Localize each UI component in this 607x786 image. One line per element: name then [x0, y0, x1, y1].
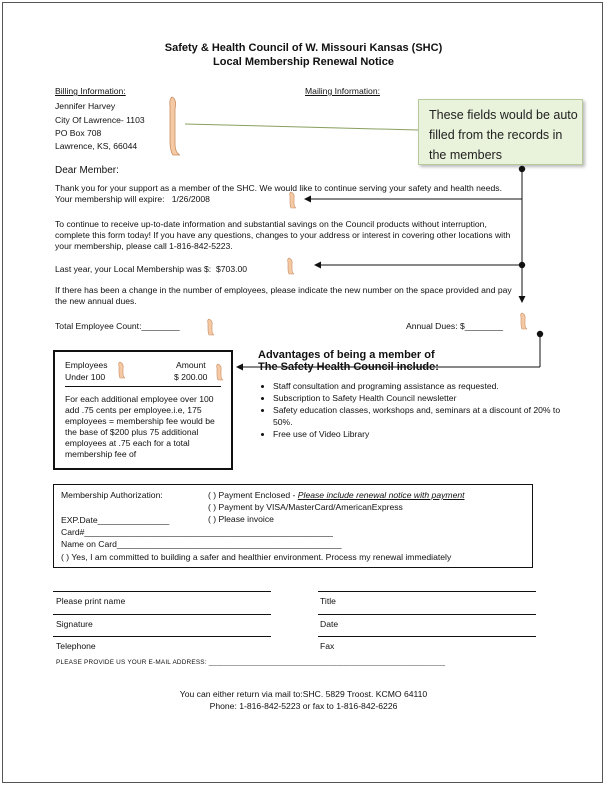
fax-label: Fax [320, 641, 335, 651]
payment-enclosed-note: Please include renewal notice with payme… [297, 490, 465, 500]
fee-row-employees: Under 100 [65, 372, 106, 382]
print-name-label: Please print name [56, 596, 126, 606]
billing-city: Lawrence, KS, 66044 [55, 141, 138, 151]
last-year-line: Last year, your Local Membership was $: … [55, 264, 247, 275]
greeting: Dear Member: [55, 165, 119, 176]
callout-connector [184, 123, 419, 131]
fax-line [318, 636, 536, 637]
list-item: Subscription to Safety Health Council ne… [273, 392, 563, 404]
footer-mail: You can either return via mail to:SHC. 5… [179, 689, 428, 699]
billing-heading: Billing Information: [55, 86, 126, 96]
form-title: Safety & Health Council of W. Missouri K… [164, 42, 443, 54]
last-year-amount: $703.00 [215, 264, 248, 274]
para-thanks-text: Thank you for your support as a member o… [55, 183, 502, 204]
expire-date: 1/26/2008 [171, 194, 210, 204]
billing-org: City Of Lawrence- 1103 [55, 115, 145, 125]
signature-line [53, 614, 271, 615]
telephone-label: Telephone [56, 641, 96, 651]
commit-option[interactable]: ( ) Yes, I am committed to building a sa… [61, 552, 452, 562]
para-employees: If there has been a change in the number… [55, 285, 512, 306]
fee-row-amount: $ 200.00 [174, 372, 208, 382]
date-line [318, 614, 536, 615]
fee-note: For each additional employee over 100 ad… [65, 394, 215, 459]
annual-dues-field[interactable]: Annual Dues: $________ [406, 321, 503, 331]
para-continue: To continue to receive up-to-date inform… [55, 219, 511, 251]
footer-phone: Phone: 1-816-842-5223 or fax to 1-816-84… [209, 701, 398, 711]
pointing-hand-icon [520, 312, 528, 330]
form-subtitle: Local Membership Renewal Notice [213, 56, 394, 68]
list-item: Staff consultation and programing assist… [273, 380, 563, 392]
pointing-hand-icon [207, 318, 215, 336]
signature-label: Signature [56, 619, 93, 629]
invoice-option[interactable]: ( ) Please invoice [208, 514, 274, 524]
pointing-hand-icon [289, 191, 297, 209]
mailing-heading: Mailing Information: [305, 86, 380, 96]
print-name-line [53, 591, 271, 592]
authorization-box: Membership Authorization: ( ) Payment En… [53, 484, 533, 568]
pointing-hand-icon [216, 363, 224, 381]
payment-card-option[interactable]: ( ) Payment by VISA/MasterCard/AmericanE… [208, 502, 403, 512]
fee-schedule-box: Employees Amount Under 100 $ 200.00 For … [53, 350, 233, 470]
billing-name: Jennifer Harvey [55, 101, 116, 111]
fee-col-employees: Employees [65, 360, 108, 370]
name-on-card-field[interactable]: Name on Card____________________________… [61, 539, 342, 549]
para-thanks: Thank you for your support as a member o… [55, 183, 515, 205]
date-label: Date [320, 619, 339, 629]
advantages-list: Staff consultation and programing assist… [258, 380, 563, 440]
pointing-hand-icon [169, 96, 181, 156]
pointing-hand-icon [287, 257, 295, 275]
email-field[interactable]: PLEASE PROVIDE US YOUR E-MAIL ADDRESS: _… [56, 659, 446, 666]
list-item: Free use of Video Library [273, 428, 563, 440]
autofill-callout: These fields would be auto filled from t… [418, 99, 583, 165]
fee-col-amount: Amount [176, 360, 206, 370]
card-number-field[interactable]: Card#___________________________________… [61, 527, 333, 537]
employee-count-field[interactable]: Total Employee Count:________ [55, 321, 180, 331]
payment-enclosed-label: ( ) Payment Enclosed - [208, 490, 298, 500]
title-label: Title [320, 596, 336, 606]
billing-po-box: PO Box 708 [55, 128, 102, 138]
exp-date-field[interactable]: EXP.Date_______________ [61, 515, 170, 525]
telephone-line [53, 636, 271, 637]
title-line [318, 591, 536, 592]
list-item: Safety education classes, workshops and,… [273, 404, 563, 428]
advantages-title-line1: Advantages of being a member of [258, 349, 435, 361]
payment-enclosed-option[interactable]: ( ) Payment Enclosed - Please include re… [208, 490, 465, 501]
fee-divider [65, 386, 221, 387]
last-year-label: Last year, your Local Membership was $: [55, 264, 212, 274]
pointing-hand-icon [118, 361, 126, 379]
authorization-label: Membership Authorization: [61, 490, 163, 500]
